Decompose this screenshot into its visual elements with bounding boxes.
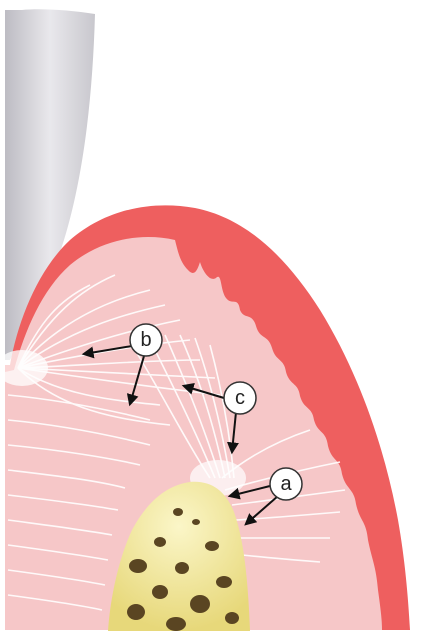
label-a-text: a bbox=[280, 473, 292, 495]
label-b-text: b bbox=[140, 329, 151, 351]
label-c-text: c bbox=[235, 387, 245, 409]
